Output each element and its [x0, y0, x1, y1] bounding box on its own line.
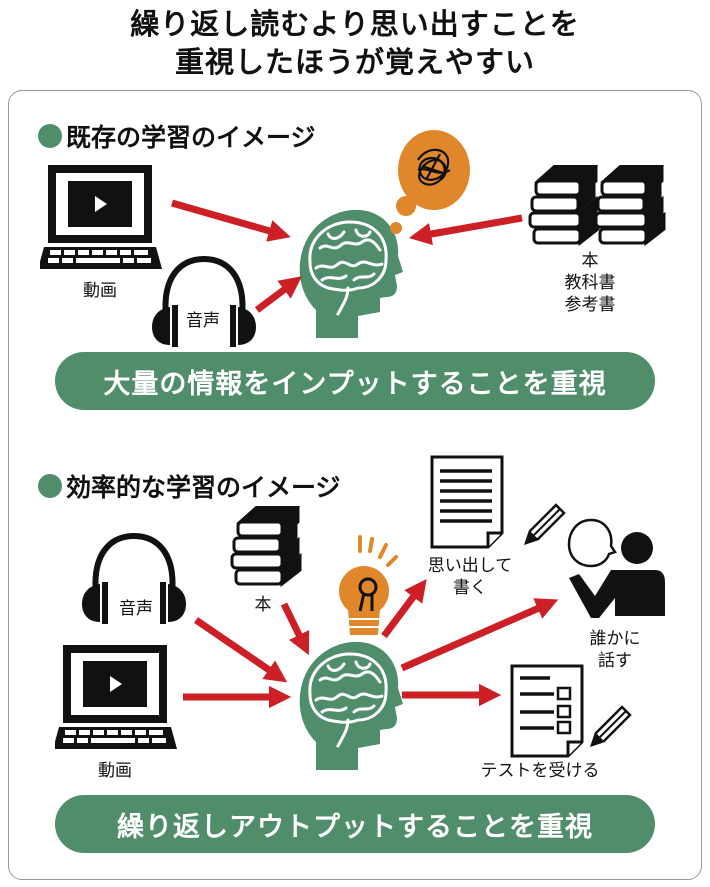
- test-document-icon: [510, 664, 584, 758]
- output-focus-banner: 繰り返しアウトプットすることを重視: [55, 795, 655, 853]
- arrow-books-to-head: [408, 214, 523, 246]
- talk-label: 誰かに 話す: [585, 628, 645, 672]
- reference-book-label: 参考書: [564, 295, 616, 315]
- book-label: 本: [254, 595, 272, 615]
- talk-label-line-2: 話す: [598, 651, 632, 671]
- arrow-audio-to-head-2: [194, 617, 288, 683]
- document-writing-icon: [430, 455, 504, 549]
- textbook-label: 教科書: [564, 273, 616, 293]
- talk-label-line-1: 誰かに: [589, 629, 641, 649]
- write-label-line-1: 思い出して: [427, 556, 513, 576]
- arrow-video-to-head: [171, 199, 291, 242]
- arrow-head-to-write: [381, 579, 427, 639]
- write-label-line-2: 書く: [453, 578, 487, 598]
- title-line-2: 重視したほうが覚えやすい: [174, 45, 535, 79]
- video-label: 動画: [98, 761, 132, 781]
- books-labels: 本 教科書 参考書: [555, 250, 625, 316]
- efficient-learning-heading-text: 効率的な学習のイメージ: [66, 473, 341, 502]
- tangled-thought-bubble-icon: [390, 130, 470, 234]
- audio-label: 音声: [186, 311, 220, 331]
- test-label: テストを受ける: [480, 761, 600, 781]
- person-speaking-icon: [567, 518, 665, 618]
- arrow-book-to-head: [280, 602, 310, 656]
- lightbulb-icon: [339, 535, 398, 635]
- green-bullet-icon: [38, 474, 62, 498]
- arrow-audio-to-head: [254, 276, 302, 313]
- audio-label: 音声: [119, 599, 153, 619]
- existing-learning-heading: 既存の学習のイメージ: [38, 118, 316, 154]
- efficient-learning-heading: 効率的な学習のイメージ: [38, 468, 341, 504]
- video-label: 動画: [83, 281, 117, 301]
- write-label: 思い出して 書く: [425, 555, 515, 599]
- existing-learning-heading-text: 既存の学習のイメージ: [66, 123, 316, 152]
- title-line-1: 繰り返し読むより思い出すことを: [130, 7, 580, 41]
- input-focus-banner: 大量の情報をインプットすることを重視: [55, 352, 655, 410]
- book-label: 本: [581, 251, 599, 271]
- green-bullet-icon: [38, 124, 62, 148]
- arrow-head-to-talk: [400, 598, 559, 672]
